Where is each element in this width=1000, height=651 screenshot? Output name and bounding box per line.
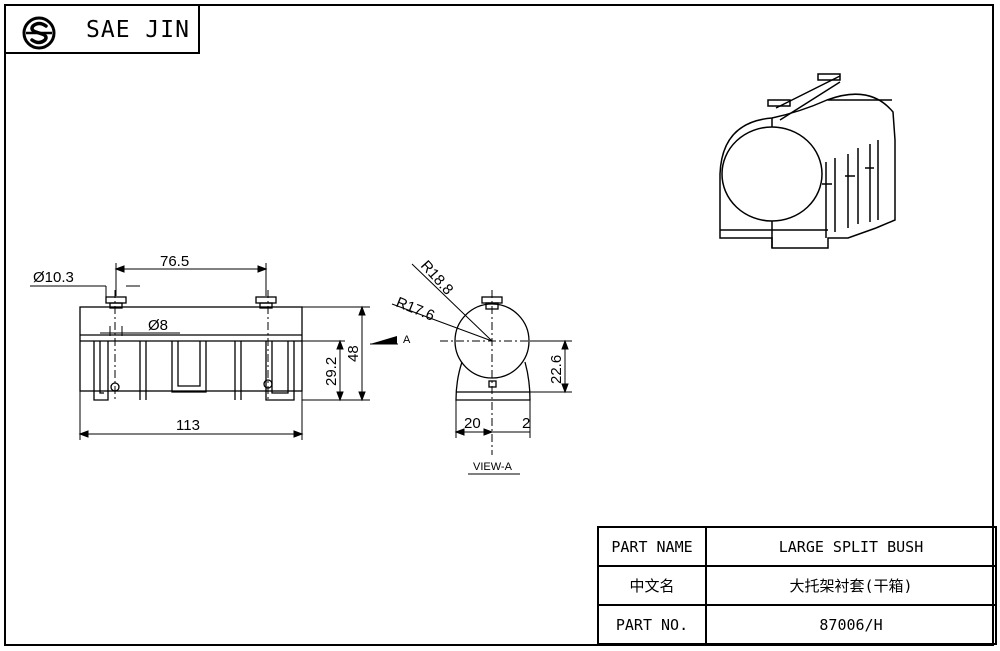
front-view bbox=[79, 296, 303, 401]
dim-height: 48 bbox=[345, 345, 362, 362]
side-view bbox=[454, 296, 531, 401]
dim-diameter-inner: Ø8 bbox=[148, 317, 168, 334]
part-name-value: LARGE SPLIT BUSH bbox=[705, 526, 997, 567]
side-view-dimensions bbox=[391, 263, 572, 475]
view-arrow: A bbox=[370, 334, 411, 346]
part-no-value: 87006/H bbox=[705, 604, 997, 645]
dim-pitch: 76.5 bbox=[160, 253, 189, 270]
chinese-name-value: 大托架衬套(干箱) bbox=[705, 565, 997, 606]
chinese-name-label: 中文名 bbox=[597, 565, 707, 606]
dim-radius-outer: R18.8 bbox=[417, 257, 456, 298]
title-block-row: PART NO. 87006/H bbox=[597, 604, 997, 645]
front-view-dimensions bbox=[30, 263, 370, 440]
view-arrow-label: A bbox=[403, 334, 411, 346]
front-view-dimension-labels: 76.5 Ø10.3 Ø8 113 48 29.2 bbox=[33, 253, 362, 434]
company-header: SAE JIN bbox=[4, 4, 200, 54]
title-block-row: 中文名 大托架衬套(干箱) bbox=[597, 565, 997, 606]
dim-radius-inner: R17.6 bbox=[394, 294, 437, 325]
dim-slot-height: 29.2 bbox=[323, 357, 340, 386]
dim-offset: 2 bbox=[522, 415, 530, 432]
side-view-dimension-labels: R18.8 R17.6 22.6 20 2 VIEW-A bbox=[394, 257, 565, 473]
drawing-frame bbox=[4, 4, 994, 646]
isometric-view bbox=[719, 73, 896, 249]
dim-diameter-outer: Ø10.3 bbox=[33, 269, 74, 286]
company-name: SAE JIN bbox=[86, 17, 190, 43]
sj-circle-logo-icon bbox=[22, 16, 56, 50]
dim-base-half-width: 20 bbox=[464, 415, 481, 432]
title-block-row: PART NAME LARGE SPLIT BUSH bbox=[597, 526, 997, 567]
part-no-label: PART NO. bbox=[597, 604, 707, 645]
part-name-label: PART NAME bbox=[597, 526, 707, 567]
title-block: PART NAME LARGE SPLIT BUSH 中文名 大托架衬套(干箱)… bbox=[597, 526, 997, 645]
dim-overall-length: 113 bbox=[176, 417, 200, 434]
view-label: VIEW-A bbox=[473, 461, 513, 473]
dim-center-height: 22.6 bbox=[548, 355, 565, 384]
